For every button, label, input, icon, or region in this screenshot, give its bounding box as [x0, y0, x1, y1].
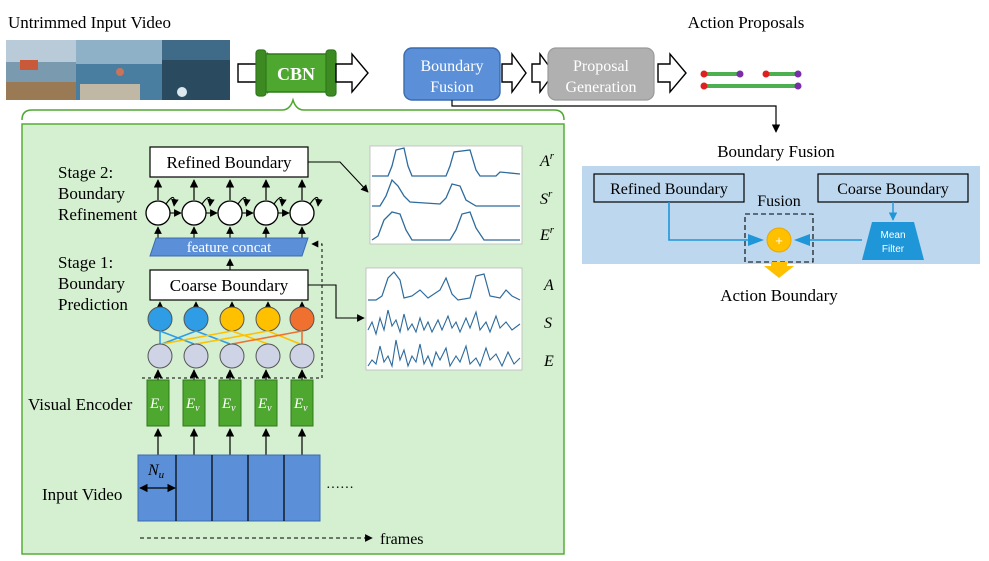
fusion-panel-title: Boundary Fusion: [717, 142, 835, 161]
svg-text:Ev: Ev: [221, 396, 236, 414]
fusion-output-arrow: [764, 262, 794, 278]
input-video-thumbnails: [6, 40, 230, 100]
refined-curve-labels: Ar Sr Er: [539, 150, 555, 244]
action-proposals: [700, 70, 802, 90]
flow-arrow-3b: [531, 51, 555, 95]
refined-to-fusion-path: [668, 202, 756, 241]
refined-to-plot-connector: [308, 161, 369, 193]
svg-text:Ev: Ev: [185, 396, 200, 414]
refined-boundary-label: Refined Boundary: [166, 153, 292, 172]
visual-encoder-blocks: [146, 379, 314, 427]
fusion-left-arrowhead: [748, 234, 764, 246]
proposal-generation-line2: Generation: [565, 79, 636, 96]
flow-arrow-4: [657, 52, 687, 94]
untrimmed-video-label: Untrimmed Input Video: [8, 13, 171, 32]
fusion-refined-label: Refined Boundary: [610, 181, 728, 198]
base-nodes: [147, 343, 315, 369]
coarse-boundary-box: [149, 269, 309, 301]
refinement-up-arrows: [153, 179, 307, 200]
frames-label: frames: [380, 531, 424, 548]
refined-curves-plot: [369, 145, 523, 245]
fusion-coarse-label: Coarse Boundary: [837, 181, 949, 198]
fusion-plus-symbol: +: [775, 233, 783, 248]
refined-boundary-box: [149, 146, 309, 178]
feature-concat-block: [149, 237, 309, 257]
cross-connections: [159, 330, 303, 345]
svg-text:Er: Er: [539, 224, 555, 244]
svg-text:Prediction: Prediction: [58, 295, 128, 314]
mean-filter-block: [862, 222, 924, 260]
proposal-generation-line1: Proposal: [573, 58, 630, 75]
svg-text:Ev: Ev: [257, 396, 272, 414]
concat-to-rnn-arrows: [154, 226, 306, 238]
fusion-right-arrowhead: [794, 234, 810, 246]
stage1-label: Stage 1: Boundary Prediction: [58, 253, 128, 314]
stage2-label: Stage 2: Boundary Refinement: [58, 163, 138, 224]
nu-label: Nu: [147, 462, 165, 481]
fusion-refined-box: [593, 173, 745, 203]
svg-text:Boundary: Boundary: [58, 184, 126, 203]
cbn-block: CBN: [255, 49, 337, 97]
rnn-self-loops: [165, 196, 323, 207]
svg-text:Boundary: Boundary: [58, 274, 126, 293]
fusion-plus-node: [766, 227, 792, 253]
dashed-feature-path: [142, 240, 323, 379]
flow-arrow-3: [501, 51, 527, 95]
mean-filter-line1: Mean: [880, 230, 905, 241]
fusion-label: Fusion: [757, 193, 801, 210]
fusion-dashed-frame: [744, 213, 814, 263]
svg-text:S: S: [544, 315, 552, 332]
encoder-symbols: Ev Ev Ev Ev Ev: [149, 396, 308, 414]
action-boundary-label: Action Boundary: [720, 286, 838, 305]
fusion-detail-connector: [451, 100, 781, 133]
svg-text:Stage 1:: Stage 1:: [58, 253, 113, 272]
visual-encoder-label: Visual Encoder: [28, 395, 133, 414]
coarse-curve-labels: A S E: [543, 277, 554, 370]
svg-text:Ev: Ev: [293, 396, 308, 414]
action-proposals-label: Action Proposals: [688, 13, 805, 32]
svg-text:Ar: Ar: [539, 150, 555, 170]
prediction-up-arrows: [156, 301, 306, 309]
input-to-encoder-arrows: [153, 428, 307, 455]
boundary-fusion-block: Boundary Fusion: [403, 47, 501, 101]
input-video-label: Input Video: [42, 485, 122, 504]
boundary-fusion-line1: Boundary: [420, 58, 483, 75]
svg-text:Stage 2:: Stage 2:: [58, 163, 113, 182]
cbn-brace: [21, 97, 565, 121]
flow-arrow-2: [335, 52, 369, 94]
svg-text:Refinement: Refinement: [58, 205, 138, 224]
coarse-boundary-label: Coarse Boundary: [170, 276, 289, 295]
coarse-to-plot-connector: [308, 284, 365, 322]
encoder-to-base-arrows: [153, 369, 307, 380]
svg-text:A: A: [543, 277, 554, 294]
svg-text:Sr: Sr: [540, 188, 553, 208]
svg-text:E: E: [543, 353, 554, 370]
refinement-rnn-nodes: [145, 200, 315, 226]
boundary-fusion-line2: Fusion: [430, 79, 474, 96]
svg-text:Ev: Ev: [149, 396, 164, 414]
fusion-coarse-box: [817, 173, 969, 203]
more-frames-dots: ······: [326, 481, 354, 496]
feature-nodes: [147, 306, 315, 332]
proposal-generation-block: Proposal Generation: [547, 47, 655, 101]
mean-filter-line2: Filter: [882, 244, 905, 255]
coarse-curves-plot: [365, 267, 523, 371]
feature-concat-label: feature concat: [187, 240, 272, 256]
cbn-label: CBN: [277, 64, 315, 84]
